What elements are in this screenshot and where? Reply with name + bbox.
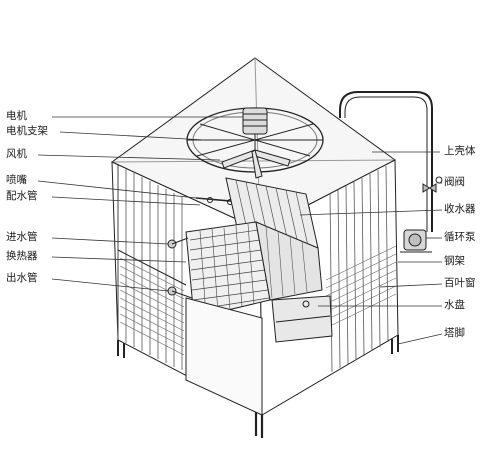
steel-frame <box>117 335 399 438</box>
label-inlet-pipe: 进水管 <box>6 231 38 243</box>
heat-exchanger-coil <box>185 221 323 319</box>
lower-casing <box>185 297 263 416</box>
label-circulation-pump: 循环泵 <box>444 231 476 243</box>
label-drift-eliminator: 收水器 <box>444 203 476 215</box>
motor <box>242 107 268 150</box>
label-tower-leg: 塔脚 <box>444 327 465 339</box>
fan-blades <box>221 149 291 179</box>
label-valve: 阀阀 <box>444 176 465 188</box>
label-heat-exchanger: 换热器 <box>6 250 38 262</box>
water-basin <box>271 295 333 343</box>
circulation-pump <box>400 229 432 253</box>
label-distribution-pipe: 配水管 <box>6 190 38 202</box>
leader-lines-left <box>37 116 243 292</box>
label-water-basin: 水盘 <box>444 299 465 311</box>
label-nozzle: 喷嘴 <box>6 174 27 186</box>
leader-lines-right <box>299 151 443 345</box>
label-motor-bracket: 电机支架 <box>6 125 48 137</box>
label-steel-frame: 钢架 <box>444 255 465 267</box>
label-outlet-pipe: 出水管 <box>6 272 38 284</box>
roof-casing <box>111 57 396 231</box>
label-motor: 电机 <box>6 110 27 122</box>
label-fan: 风机 <box>6 148 27 160</box>
label-louver: 百叶窗 <box>444 277 476 289</box>
label-upper-casing: 上壳体 <box>444 145 476 157</box>
circulation-pipe <box>339 91 433 232</box>
